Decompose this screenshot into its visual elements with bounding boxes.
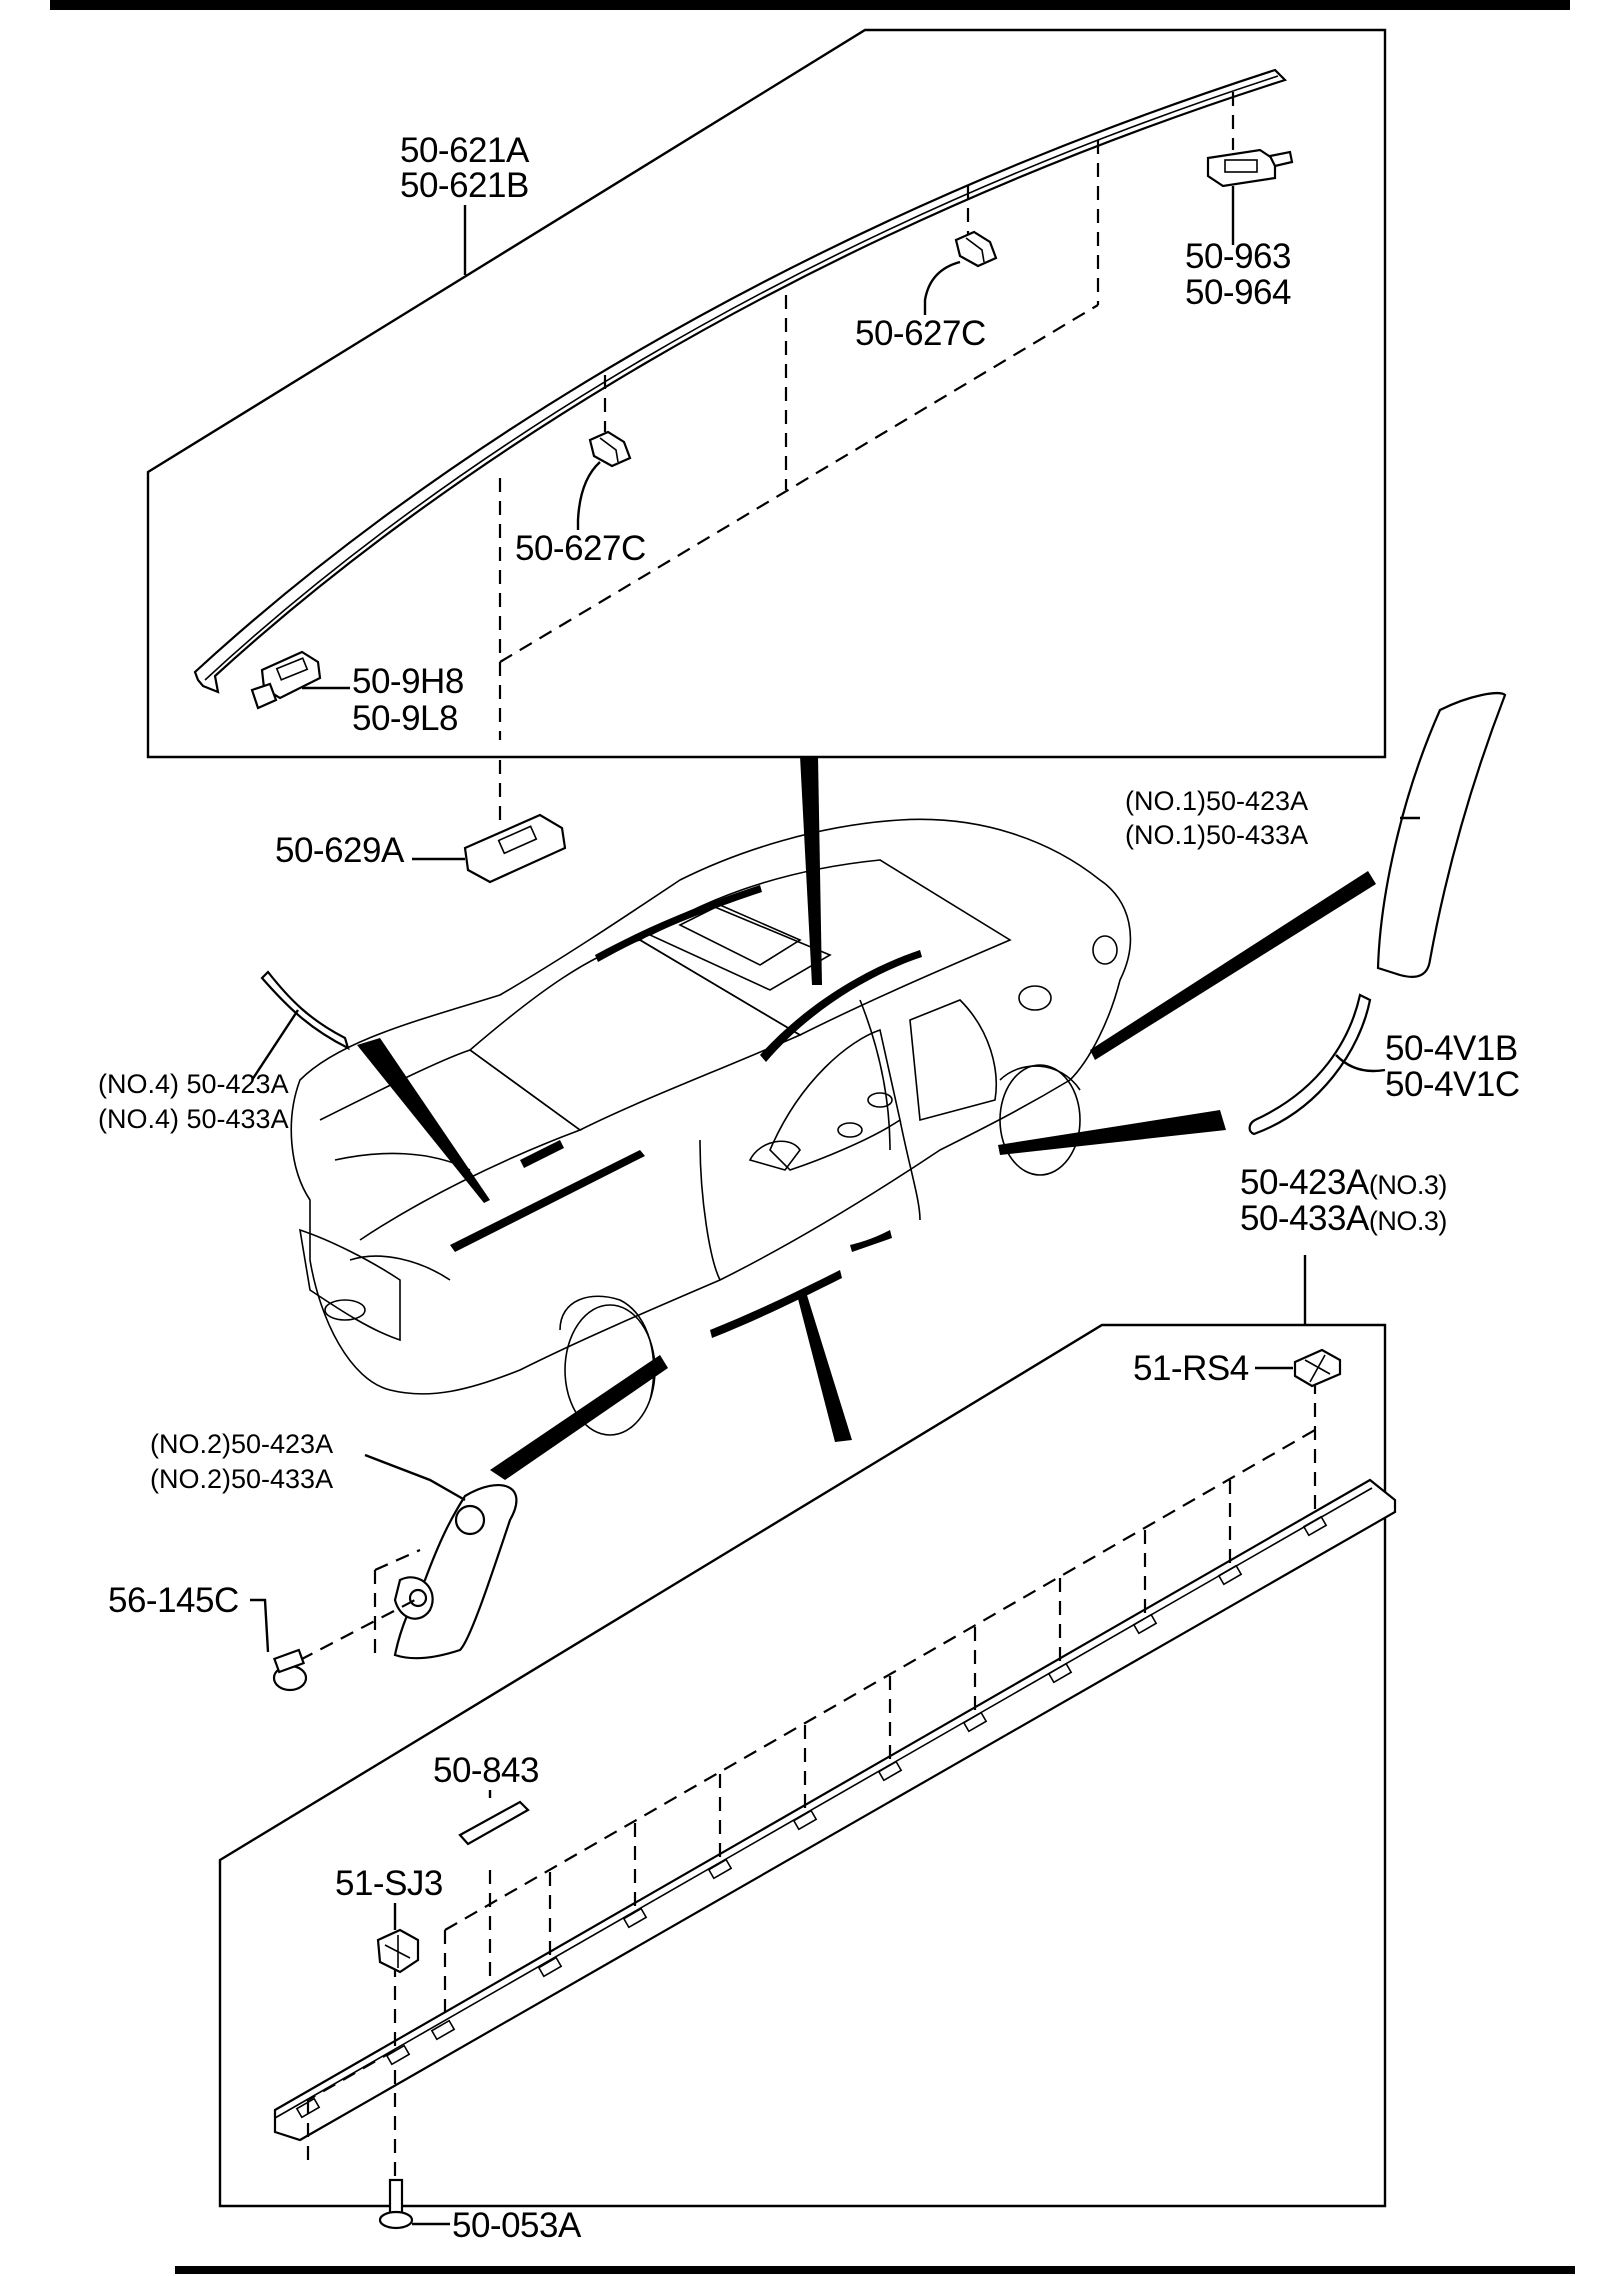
label-no3-423A: 50-423A(NO.3): [1240, 1163, 1447, 1202]
strip-no4: [260, 970, 350, 1051]
trim-no1: [1376, 692, 1507, 978]
screw-50-053A: [378, 2178, 414, 2230]
label-no4-433A: (NO.4) 50-433A: [98, 1104, 289, 1134]
pointer-no2: [490, 1355, 668, 1480]
label-50-629A: 50-629A: [275, 831, 405, 870]
pointer-no1: [1090, 871, 1376, 1060]
label-56-145C: 56-145C: [108, 1581, 239, 1620]
bottom-border: [175, 2266, 1575, 2274]
sill-panel: [218, 1255, 1397, 2230]
roof-molding-strip: [193, 68, 1288, 694]
pointer-4v1: [998, 1110, 1226, 1155]
pointer-roof: [800, 756, 822, 985]
sill-molding-strip: [273, 1478, 1397, 2142]
car-illustration: [290, 818, 1132, 1436]
label-50-053A: 50-053A: [452, 2206, 582, 2245]
molding-4v1b: [1248, 993, 1372, 1136]
clip-50-627C-upper: [954, 230, 998, 268]
pointer-no4: [357, 1038, 490, 1203]
clip-51-SJ3: [376, 1928, 420, 1974]
clip-51-RS4: [1293, 1348, 1342, 1388]
label-no1-433A: (NO.1)50-433A: [1125, 820, 1308, 850]
label-no3-433A: 50-433A(NO.3): [1240, 1199, 1447, 1238]
label-50-4V1B: 50-4V1B: [1385, 1029, 1518, 1068]
clip-50-963: [1206, 148, 1294, 188]
label-no2-433A: (NO.2)50-433A: [150, 1464, 333, 1494]
clip-50-9H8: [250, 650, 322, 710]
label-50-843: 50-843: [433, 1751, 539, 1790]
label-50-4V1C: 50-4V1C: [1385, 1065, 1520, 1104]
clip-56-145C: [272, 1648, 308, 1692]
clip-50-629A: [463, 813, 567, 884]
label-50-9H8: 50-9H8: [352, 662, 464, 701]
label-no2-423A: (NO.2)50-423A: [150, 1429, 333, 1459]
label-50-621B: 50-621B: [400, 166, 529, 205]
label-50-963: 50-963: [1185, 237, 1291, 276]
label-51-RS4: 51-RS4: [1133, 1349, 1249, 1388]
label-50-627C-lower: 50-627C: [515, 529, 646, 568]
label-50-9L8: 50-9L8: [352, 699, 458, 738]
mudguard-no2: [393, 1484, 518, 1660]
label-50-627C-upper: 50-627C: [855, 314, 986, 353]
clip-50-627C-lower: [588, 430, 632, 468]
label-no1-423A: (NO.1)50-423A: [1125, 786, 1308, 816]
labels: 50-621A 50-621B 50-963 50-964 50-627C 50…: [98, 131, 1520, 2245]
pointer-sill: [797, 1292, 852, 1442]
part-50-843: [458, 1800, 530, 1846]
top-border: [50, 0, 1570, 10]
roof-molding-panel: [146, 28, 1387, 820]
label-no4-423A: (NO.4) 50-423A: [98, 1069, 289, 1099]
label-51-SJ3: 51-SJ3: [335, 1864, 443, 1903]
label-50-964: 50-964: [1185, 273, 1291, 312]
label-50-621A: 50-621A: [400, 131, 530, 170]
